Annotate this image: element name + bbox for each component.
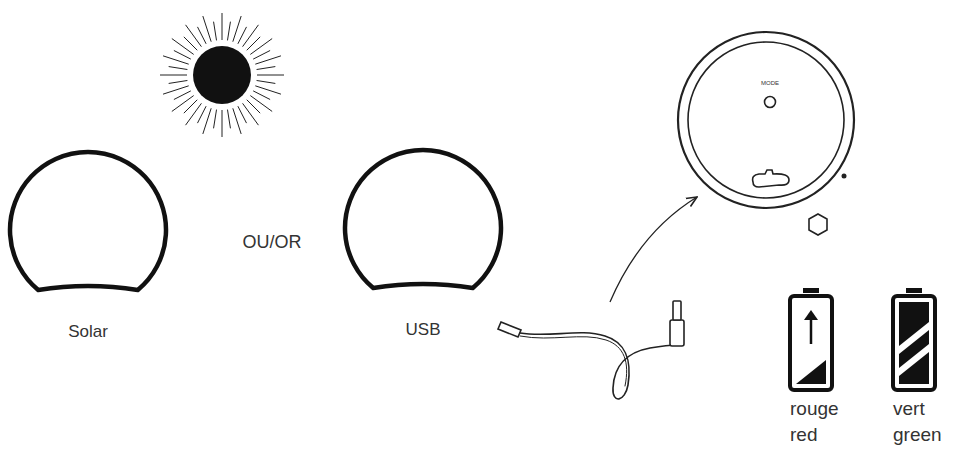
sun-ray: [174, 91, 191, 100]
sun-ray: [233, 16, 241, 42]
sun-ray: [243, 103, 259, 125]
hex-screw: [809, 214, 827, 235]
sun-ray: [257, 75, 284, 76]
sun-ray: [172, 96, 194, 112]
sun-ray: [250, 96, 272, 112]
usb-globe: USB: [343, 148, 503, 348]
battery-red-outline: [786, 288, 836, 393]
sun-ray: [238, 106, 247, 123]
usb-cable: [498, 301, 684, 399]
battery-green: vert green: [889, 288, 953, 449]
or-label: OU/OR: [242, 232, 301, 253]
sun-ray: [163, 86, 189, 94]
base-view-outline: [675, 30, 857, 210]
node-label: MODE: [761, 80, 779, 86]
node-label: USB: [406, 320, 441, 340]
sun-ray: [163, 56, 189, 64]
sun-ray: [186, 25, 202, 47]
sun-ray: [186, 103, 202, 125]
sun-ray: [169, 80, 188, 83]
sun-ray: [253, 50, 270, 59]
sun-ray: [255, 56, 281, 64]
sun-ray: [257, 67, 276, 70]
sun-ray: [160, 75, 187, 76]
sun-ray: [172, 39, 194, 55]
sun-icon: [160, 13, 284, 137]
sun-ray: [197, 27, 206, 44]
sun-ray: [222, 13, 223, 40]
solar-globe-outline: [8, 150, 168, 310]
sun-ray: [253, 91, 270, 100]
base-view: MODE: [675, 30, 857, 210]
sun-ray: [227, 110, 230, 129]
sun-ray: [222, 110, 223, 137]
node-label: vert green: [893, 396, 955, 447]
node-label: rouge red: [790, 396, 852, 447]
sun-ray: [197, 106, 206, 123]
usb-globe-outline: [343, 148, 503, 308]
battery-green-outline: [889, 288, 939, 393]
sun-ray: [203, 16, 211, 42]
sun-ray: [203, 108, 211, 134]
pointer-arrow: [610, 197, 697, 302]
sun-ray: [214, 22, 217, 41]
sun-ray: [255, 86, 281, 94]
sun-ray: [243, 25, 259, 47]
sun-ray: [227, 22, 230, 41]
node-label: Solar: [68, 322, 108, 342]
sun-disc: [193, 46, 251, 104]
sun-ray: [169, 67, 188, 70]
battery-red: rouge red: [786, 288, 850, 449]
sun-ray: [214, 110, 217, 129]
sun-ray: [233, 108, 241, 134]
sun-ray: [174, 50, 191, 59]
sun-ray: [257, 80, 276, 83]
solar-globe: Solar: [8, 150, 168, 350]
sun-ray: [250, 39, 272, 55]
sun-ray: [238, 27, 247, 44]
